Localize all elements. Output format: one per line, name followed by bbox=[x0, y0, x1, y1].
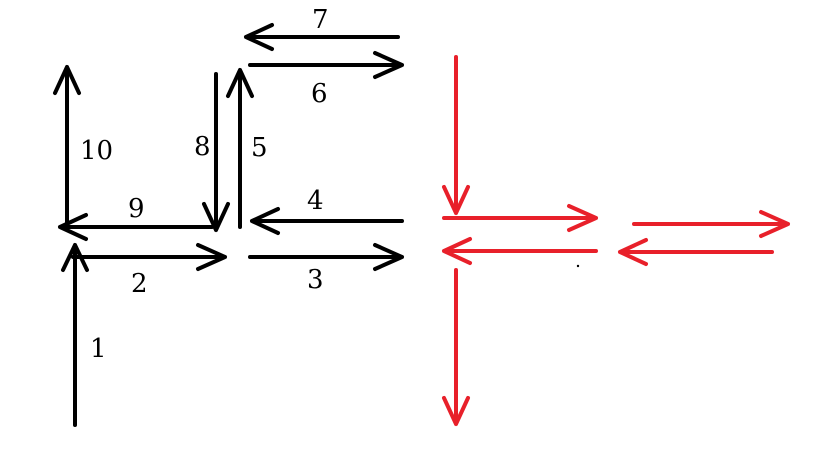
label-1: 1 bbox=[90, 334, 107, 364]
arrow-2 bbox=[71, 243, 227, 271]
label-3: 3 bbox=[307, 265, 324, 295]
arrow-4 bbox=[250, 207, 404, 235]
red-arrows bbox=[442, 55, 790, 426]
arrow-9 bbox=[58, 213, 214, 241]
red-arrow-right-upper bbox=[442, 204, 598, 232]
black-arrows bbox=[53, 23, 404, 427]
label-6: 6 bbox=[311, 79, 328, 109]
label-8: 8 bbox=[194, 132, 211, 162]
label-10: 10 bbox=[80, 136, 113, 166]
arrow-7 bbox=[244, 23, 400, 51]
red-arrow-right-far bbox=[632, 210, 790, 238]
arrow-8 bbox=[202, 72, 230, 232]
label-4: 4 bbox=[307, 186, 324, 216]
red-arrow-left-far bbox=[618, 238, 774, 266]
red-arrow-down-top bbox=[442, 55, 470, 215]
arrow-5 bbox=[226, 68, 254, 229]
red-arrow-left-lower bbox=[442, 237, 598, 265]
label-7: 7 bbox=[312, 5, 329, 35]
arrow-6 bbox=[248, 51, 404, 79]
stray-dot bbox=[576, 264, 580, 268]
label-9: 9 bbox=[128, 194, 145, 224]
arrow-labels: 1 2 3 4 5 6 7 8 9 10 bbox=[80, 5, 329, 364]
label-2: 2 bbox=[131, 269, 148, 299]
label-5: 5 bbox=[251, 133, 268, 163]
red-arrow-down-bottom bbox=[442, 268, 470, 426]
arrow-1 bbox=[61, 243, 89, 427]
arrow-3 bbox=[248, 243, 404, 271]
arrow-10 bbox=[53, 65, 81, 229]
